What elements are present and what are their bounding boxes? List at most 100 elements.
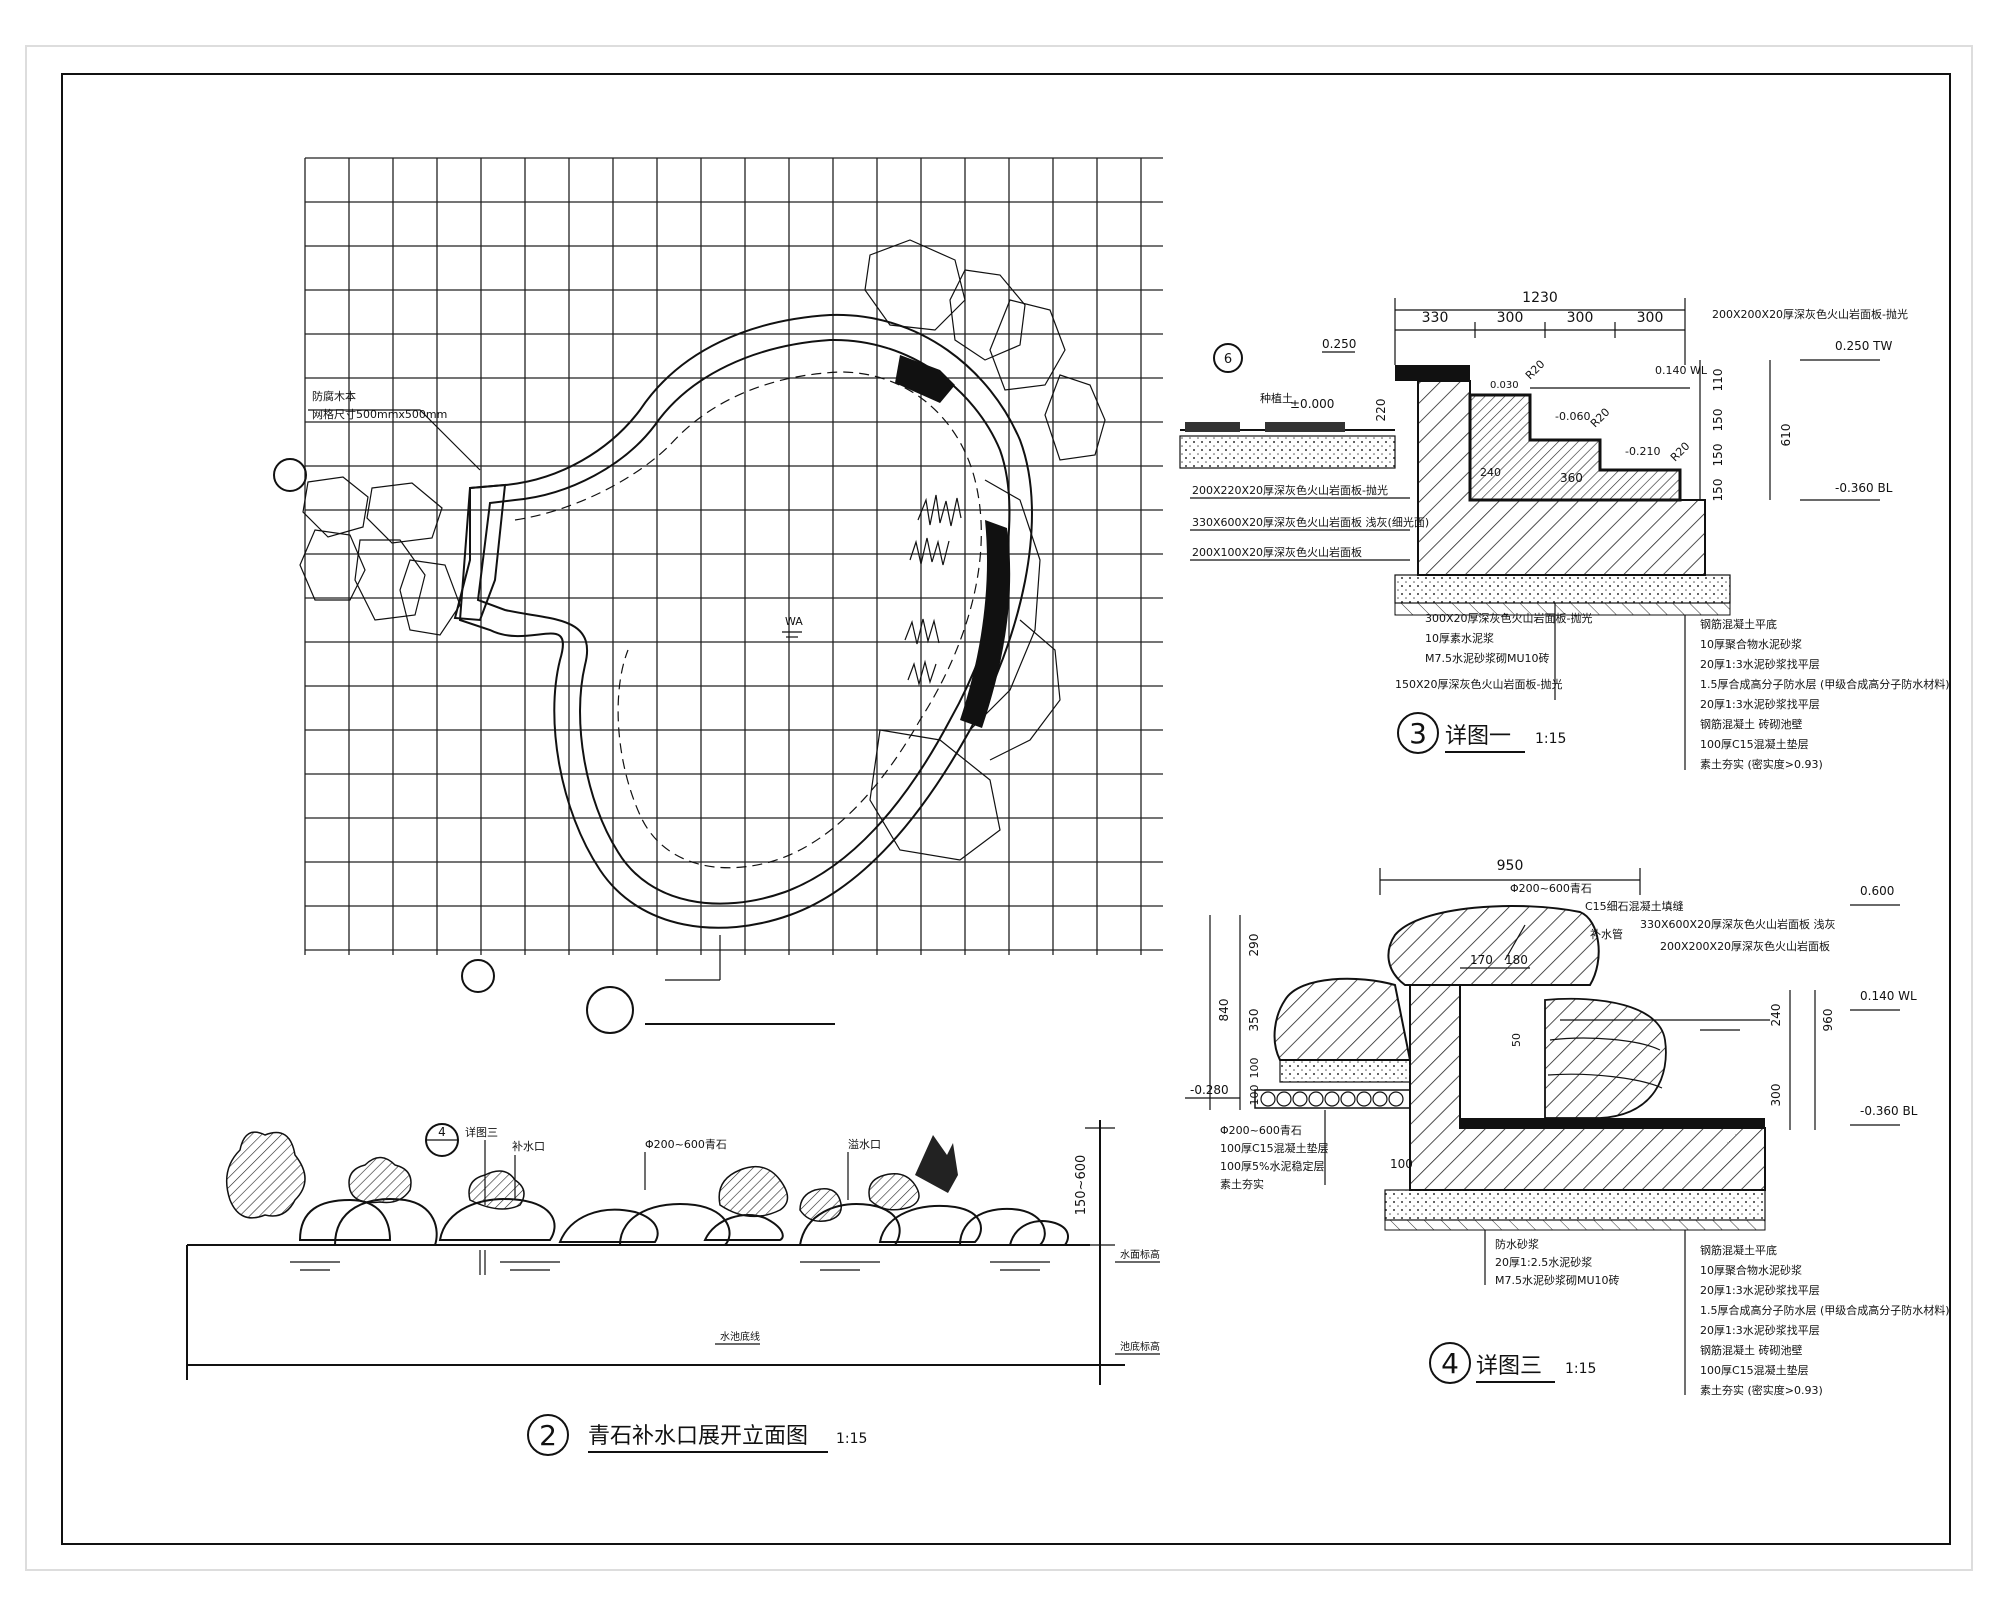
d4-dim-950: 950 [1497,858,1524,874]
svg-text:1.5厚合成高分子防水层 (甲级合成高分子防水材料): 1.5厚合成高分子防水层 (甲级合成高分子防水材料) [1700,677,1950,691]
elev-label-stone: Φ200~600青石 [645,1138,727,1151]
svg-text:20厚1:3水泥砂浆找平层: 20厚1:3水泥砂浆找平层 [1700,657,1820,671]
plan-note-1: 防腐木本 [312,389,356,403]
d4-dim-r2: 300 [1769,1084,1783,1107]
svg-text:素土夯实 (密实度>0.93): 素土夯实 (密实度>0.93) [1700,1383,1823,1397]
d3-dim-r2: 150 [1711,409,1725,432]
d4-dim-840: 840 [1217,999,1231,1022]
svg-text:Φ200~600青石: Φ200~600青石 [1220,1124,1302,1137]
d4-footing [1384,1189,1766,1221]
elev-label-bottom: 池底标高 [1120,1340,1160,1353]
d3-elev-mid: 0.030 [1490,380,1519,391]
d4-layer-list: 钢筋混凝土平底 10厚聚合物水泥砂浆 20厚1:3水泥砂浆找平层 1.5厚合成高… [1684,1230,1950,1397]
d4-dim-l1: 290 [1247,934,1261,957]
elev-label-inlet: 补水口 [512,1140,545,1153]
d3-dim-360: 360 [1560,471,1583,485]
elev-dim-height: 150~600 [1074,1155,1089,1216]
d4-scale: 1:15 [1565,1361,1596,1377]
d4-top-note-2: 200X200X20厚深灰色火山岩面板 [1660,939,1830,953]
svg-text:10厚素水泥浆: 10厚素水泥浆 [1425,631,1494,645]
d3-elev-tw: 0.250 TW [1835,339,1892,353]
stone-elevation: 150~600 水面标高 池底标高 水池底线 [186,1120,1160,1456]
d4-title: 详图三 [1476,1354,1542,1379]
svg-text:10厚聚合物水泥砂浆: 10厚聚合物水泥砂浆 [1700,637,1802,651]
d4-dim-l4: 100 [1248,1085,1261,1106]
d4-inner-boulders [1544,997,1667,1119]
svg-text:100厚5%水泥稳定层: 100厚5%水泥稳定层 [1220,1159,1324,1173]
d3-elev-bl: -0.360 BL [1835,481,1893,495]
elev-shrubs [225,1131,958,1222]
reed-planting [904,494,962,687]
detail-3-section: 1230 330 300 300 300 0.140 WL 110 150 15… [1179,290,1950,771]
elev-stones [298,1198,1069,1246]
d4-dim-100: 100 [1390,1157,1413,1171]
weir-wall-east [960,520,1011,728]
plan-callout-main [586,986,634,1034]
water-symbol: WA [785,615,803,628]
svg-text:150X20厚深灰色火山岩面板-抛光: 150X20厚深灰色火山岩面板-抛光 [1395,677,1563,691]
d3-dim-r3: 150 [1711,444,1725,467]
plan-callout-west [273,458,307,492]
d3-scale: 1:15 [1535,731,1566,747]
svg-text:1.5厚合成高分子防水层 (甲级合成高分子防水材料): 1.5厚合成高分子防水层 (甲级合成高分子防水材料) [1700,1303,1950,1317]
svg-text:20厚1:3水泥砂浆找平层: 20厚1:3水泥砂浆找平层 [1700,1323,1820,1337]
d4-stone-label: Φ200~600青石 [1510,882,1592,895]
d3-footing [1394,574,1731,604]
svg-text:100厚C15混凝土垫层: 100厚C15混凝土垫层 [1220,1141,1329,1155]
elev-title: 青石补水口展开立面图 [588,1424,808,1449]
d3-left-label: 种植土 [1260,391,1293,405]
svg-text:20厚1:3水泥砂浆找平层: 20厚1:3水泥砂浆找平层 [1700,697,1820,711]
d3-callout-circle [1213,343,1243,373]
d4-c15-label: C15细石混凝土填缝 [1585,899,1684,913]
d3-paving [1185,422,1345,432]
svg-text:20厚1:3水泥砂浆找平层: 20厚1:3水泥砂浆找平层 [1700,1283,1820,1297]
svg-text:200X100X20厚深灰色火山岩面板: 200X100X20厚深灰色火山岩面板 [1192,545,1362,559]
d3-title: 详图一 [1445,724,1511,749]
d3-bottom-notes: 300X20厚深灰色火山岩面板-抛光 10厚素水泥浆 M7.5水泥砂浆砌MU10… [1395,603,1593,700]
plan-grid [304,157,1163,955]
svg-text:素土夯实 (密实度>0.93): 素土夯实 (密实度>0.93) [1700,757,1823,771]
detail-4-section: 950 0.600 0.140 WL -0.360 BL -0.280 84 [1185,858,1950,1397]
d4-dim-960: 960 [1821,1009,1835,1032]
weir-wall-north [895,355,955,403]
svg-text:300X20厚深灰色火山岩面板-抛光: 300X20厚深灰色火山岩面板-抛光 [1425,611,1593,625]
d3-dim-total: 1230 [1522,290,1558,306]
d4-dim-l3: 100 [1248,1058,1261,1079]
elev-label-outlet: 溢水口 [848,1137,881,1151]
elev-title-circle [527,1414,569,1456]
d3-top-label: 200X200X20厚深灰色火山岩面板-抛光 [1712,307,1908,321]
svg-text:钢筋混凝土平底: 钢筋混凝土平底 [1700,1243,1777,1257]
d4-elev-wl: 0.140 WL [1860,989,1917,1003]
d3-dim-2: 300 [1497,310,1524,326]
d3-dim-r4: 150 [1711,479,1725,502]
d3-dim-r1: 110 [1711,369,1725,392]
d4-left-boulder [1273,977,1412,1061]
elev-callout-number: 4 [438,1125,446,1139]
pond-plan: 防腐木本 网格尺寸500mmx500mm WA [273,157,1163,1034]
svg-text:200X220X20厚深灰色火山岩面板-抛光: 200X220X20厚深灰色火山岩面板-抛光 [1192,483,1388,497]
d4-title-circle [1429,1342,1471,1384]
svg-text:100厚C15混凝土垫层: 100厚C15混凝土垫层 [1700,1363,1809,1377]
elev-label-wl: 水面标高 [1120,1248,1160,1261]
svg-text:M7.5水泥砂浆砌MU10砖: M7.5水泥砂浆砌MU10砖 [1495,1273,1620,1287]
elev-label-center: 水池底线 [720,1330,760,1343]
d4-elev-top: 0.600 [1860,884,1894,898]
elev-callout-sheet: 详图三 [465,1125,498,1139]
pond-rim-inner [476,338,1011,905]
inner-frame [61,73,1951,1545]
d3-elev-zero: ±0.000 [1290,397,1334,411]
svg-text:钢筋混凝土 砖砌池壁: 钢筋混凝土 砖砌池壁 [1700,1343,1803,1357]
outer-frame [25,45,1973,1571]
svg-text:100厚C15混凝土垫层: 100厚C15混凝土垫层 [1700,737,1809,751]
svg-text:钢筋混凝土 砖砌池壁: 钢筋混凝土 砖砌池壁 [1700,717,1803,731]
d3-dim-4: 300 [1637,310,1664,326]
d4-top-boulder [1387,904,1600,986]
d4-bottom-notes: 防水砂浆 20厚1:2.5水泥砂浆 M7.5水泥砂浆砌MU10砖 [1484,1230,1620,1287]
d3-base-left [1179,435,1396,469]
boulder-group-west [299,476,461,636]
d4-dim-180: 180 [1505,953,1528,967]
svg-text:20厚1:2.5水泥砂浆: 20厚1:2.5水泥砂浆 [1495,1255,1592,1269]
svg-text:素土夯实: 素土夯实 [1220,1177,1264,1191]
d3-dim-1: 330 [1422,310,1449,326]
d4-title-number: 4 [1441,1347,1459,1380]
